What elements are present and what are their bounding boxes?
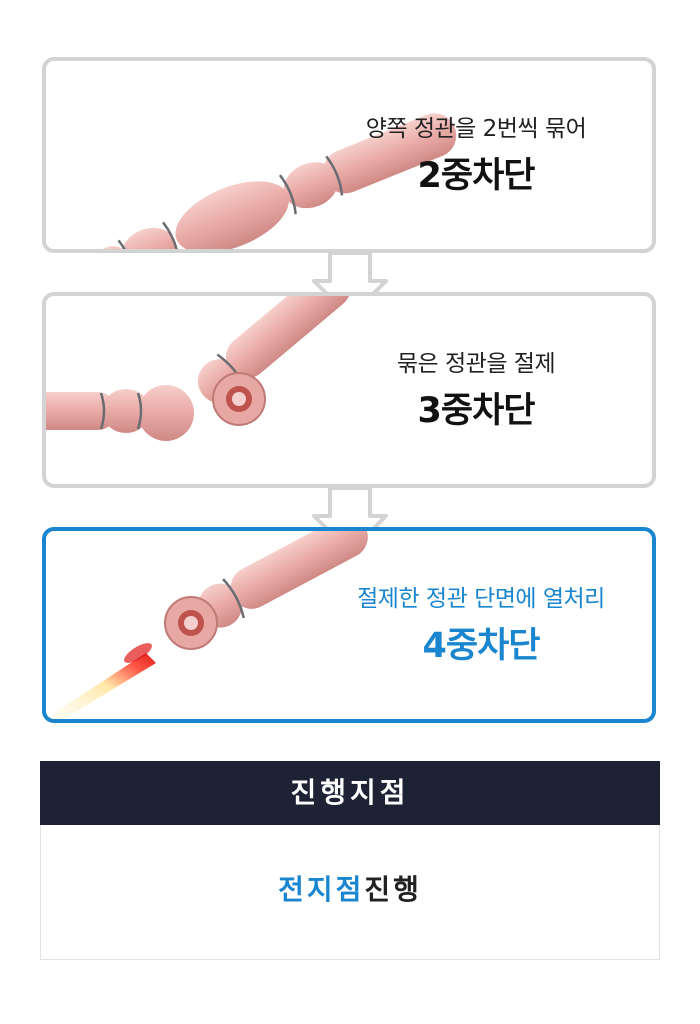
cut-vas-deferens-illustration: [46, 296, 351, 441]
tied-vas-deferens-illustration: [46, 113, 457, 249]
step-card-2x-block: 양쪽 정관을 2번씩 묶어 2중차단: [42, 57, 656, 253]
step-title: 3중차단: [417, 391, 536, 431]
step-description: 양쪽 정관을 2번씩 묶어: [365, 116, 587, 142]
body-text: 진행: [364, 873, 422, 906]
panel-header: 진행지점: [40, 761, 660, 825]
panel-body: 전지점진행: [40, 825, 660, 960]
step-text: 묶은 정관을 절제 3중차단: [326, 348, 626, 436]
step-description: 묶은 정관을 절제: [396, 351, 556, 377]
highlight-text: 전지점: [278, 873, 365, 906]
step-title: 2중차단: [417, 156, 536, 196]
step-text: 양쪽 정관을 2번씩 묶어 2중차단: [326, 113, 626, 201]
progress-point-panel: 진행지점 전지점진행: [40, 761, 660, 960]
step-card-4x-block: 절제한 정관 단면에 열처리 4중차단: [42, 527, 656, 723]
step-title: 4중차단: [422, 626, 541, 666]
step-text: 절제한 정관 단면에 열처리 4중차단: [316, 583, 646, 671]
step-description: 절제한 정관 단면에 열처리: [357, 586, 605, 612]
step-card-3x-block: 묶은 정관을 절제 3중차단: [42, 292, 656, 488]
heat-treatment-illustration: [48, 531, 368, 719]
